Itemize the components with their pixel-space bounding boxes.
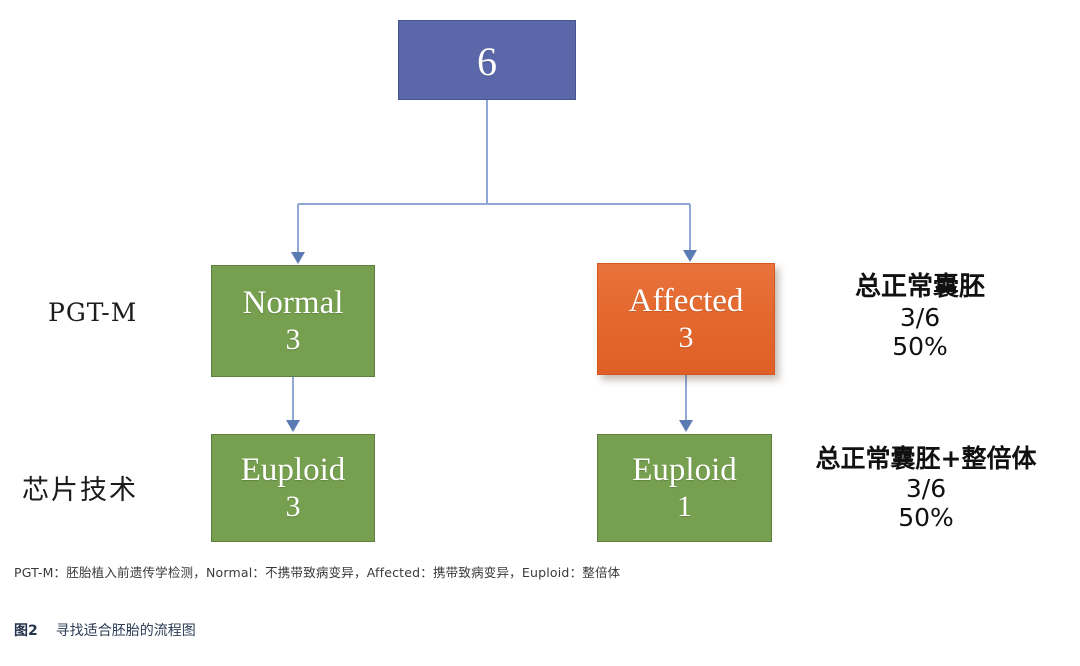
figure-caption-text: 寻找适合胚胎的流程图 [55,623,196,639]
node-euploid-left-label: Euploid [240,451,346,488]
annotation-bottom-percent: 50% [898,503,954,532]
stage-label-pgtm: PGT-M [48,298,138,327]
node-affected-count: 3 [678,320,694,354]
annotation-top-head: 总正常囊胚 [854,272,985,302]
node-affected[interactable]: Affected 3 [597,263,775,375]
annotation-top-ratio: 3/6 [899,302,941,332]
connector-arrowheads [286,250,697,432]
annotation-top-percent: 50% [892,332,948,362]
node-affected-label: Affected [628,282,744,319]
node-euploid-left[interactable]: Euploid 3 [211,434,375,542]
figure-caption-number: 图2 [14,623,38,639]
stage-label-chip: 芯片技术 [22,475,138,506]
node-normal-count: 3 [285,322,301,356]
annotation-bottom-head: 总正常囊胚+整倍体 [815,444,1037,473]
annotation-bottom-ratio: 3/6 [905,473,947,503]
node-root-count: 6 [477,39,497,84]
node-euploid-right[interactable]: Euploid 1 [597,434,772,542]
node-normal-label: Normal [242,284,344,321]
figure-caption: 图2 寻找适合胚胎的流程图 [14,620,196,640]
node-normal[interactable]: Normal 3 [211,265,375,377]
figure-footnote: PGT-M：胚胎植入前遗传学检测，Normal：不携带致病变异，Affected… [14,565,621,580]
node-euploid-left-count: 3 [285,489,301,523]
annotation-total-normal: 总正常囊胚 3/6 50% [820,272,1020,362]
node-euploid-right-count: 1 [677,489,692,523]
node-root-embryos[interactable]: 6 [398,20,576,100]
node-euploid-right-label: Euploid [632,451,737,488]
annotation-total-normal-euploid: 总正常囊胚+整倍体 3/6 50% [776,444,1076,533]
